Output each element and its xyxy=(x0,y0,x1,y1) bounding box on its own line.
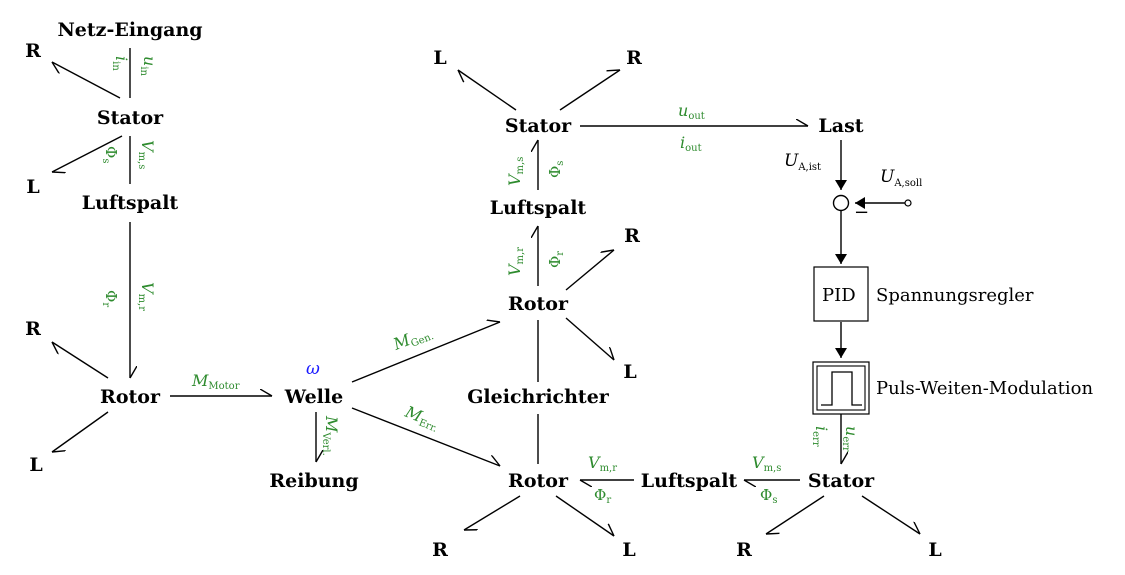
terminal-l: L xyxy=(29,454,42,476)
pwm-pulse-icon xyxy=(821,371,862,406)
terminal-r: R xyxy=(626,47,642,69)
label-u-in: uin xyxy=(138,56,159,77)
node-luftspalt-bottom: Luftspalt xyxy=(641,470,738,492)
node-luftspalt-top: Luftspalt xyxy=(490,197,587,219)
edge-stator3-to-l xyxy=(861,495,920,535)
terminal-r: R xyxy=(25,318,41,340)
edge-stator1-to-l xyxy=(51,135,123,172)
terminal-r: R xyxy=(736,539,752,561)
nodes: Netz-Eingang Stator Luftspalt Rotor Well… xyxy=(57,19,875,492)
terminal-r: R xyxy=(432,539,448,561)
terminal-r: R xyxy=(25,40,41,62)
label-v-ms-bottom: Vm,s xyxy=(752,453,781,474)
node-last: Last xyxy=(818,115,863,137)
edge-rotor1-to-r xyxy=(52,341,109,379)
label-v-mr: Vm,r xyxy=(136,282,157,311)
node-reibung: Reibung xyxy=(269,470,358,492)
pid-text: PID xyxy=(822,285,856,306)
label-i-out: iout xyxy=(680,133,702,154)
edge-welle-rotor4 xyxy=(351,407,500,467)
setpoint-terminal xyxy=(904,199,912,207)
edge-stator3-to-r xyxy=(765,495,825,534)
terminal-l: L xyxy=(928,539,941,561)
label-m-motor: MMotor xyxy=(191,371,240,392)
minus-sign: − xyxy=(854,202,869,223)
label-m-verl: MVerl. xyxy=(320,415,341,456)
terminal-l: L xyxy=(623,361,636,383)
label-v-mr-top: Vm,r xyxy=(505,247,526,276)
label-omega: ω xyxy=(306,359,320,379)
edge-stator1-to-r xyxy=(52,61,121,99)
terminal-r: R xyxy=(624,225,640,247)
summing-junction xyxy=(832,194,850,212)
label-phi-r-top: Φr xyxy=(546,251,566,268)
edge-welle-rotor2 xyxy=(351,322,501,383)
label-u-a-ist: UA,ist xyxy=(784,151,821,173)
label-phi-s-bottom: Φs xyxy=(760,486,777,506)
terminal-l: L xyxy=(26,176,39,198)
terminals: R L R L L R R L R L R L xyxy=(25,40,942,561)
label-phi-r: Φr xyxy=(100,290,120,307)
label-phi-r-bottom: Φr xyxy=(594,486,611,506)
terminal-l: L xyxy=(622,539,635,561)
pid-block xyxy=(813,266,869,322)
label-u-out: uout xyxy=(678,101,705,122)
edge-rotor4-to-r xyxy=(463,495,521,530)
node-luftspalt-left: Luftspalt xyxy=(82,192,179,214)
pwm-block xyxy=(812,361,870,415)
label-i-in: iin xyxy=(110,56,131,71)
edge-rotor2-to-l xyxy=(565,317,614,361)
edge-stator2-to-l xyxy=(458,69,517,111)
edge-rotor2-to-r xyxy=(565,250,615,291)
connection-lines xyxy=(51,48,920,537)
node-rotor-bottom: Rotor xyxy=(508,470,569,492)
edge-stator2-to-r xyxy=(559,70,621,111)
spannungsregler-label: Spannungsregler xyxy=(876,285,1034,306)
label-v-ms: Vm,s xyxy=(136,140,157,169)
node-welle: Welle xyxy=(284,386,343,408)
node-netz-eingang: Netz-Eingang xyxy=(57,19,202,41)
label-v-ms-top: Vm,s xyxy=(505,157,526,186)
label-u-a-soll: UA,soll xyxy=(880,167,922,189)
label-u-err: uerr xyxy=(840,426,861,452)
node-rotor-top: Rotor xyxy=(508,293,569,315)
label-phi-s-top: Φs xyxy=(546,161,566,178)
pwm-label: Puls-Weiten-Modulation xyxy=(876,378,1093,399)
node-stator-top: Stator xyxy=(505,115,572,137)
terminal-l: L xyxy=(433,47,446,69)
signal-labels: iin uin Φs Vm,s Φr Vm,r MMotor ω MVerl. … xyxy=(100,56,861,506)
edge-rotor4-to-l xyxy=(555,495,614,537)
label-v-mr-bottom: Vm,r xyxy=(588,453,617,474)
label-phi-s: Φs xyxy=(100,146,120,163)
label-i-err: ierr xyxy=(810,426,831,447)
node-stator-left: Stator xyxy=(97,107,164,129)
node-gleichrichter: Gleichrichter xyxy=(467,386,610,408)
edge-rotor1-to-l xyxy=(51,411,109,452)
node-rotor-left: Rotor xyxy=(100,386,161,408)
node-stator-bottom: Stator xyxy=(808,470,875,492)
